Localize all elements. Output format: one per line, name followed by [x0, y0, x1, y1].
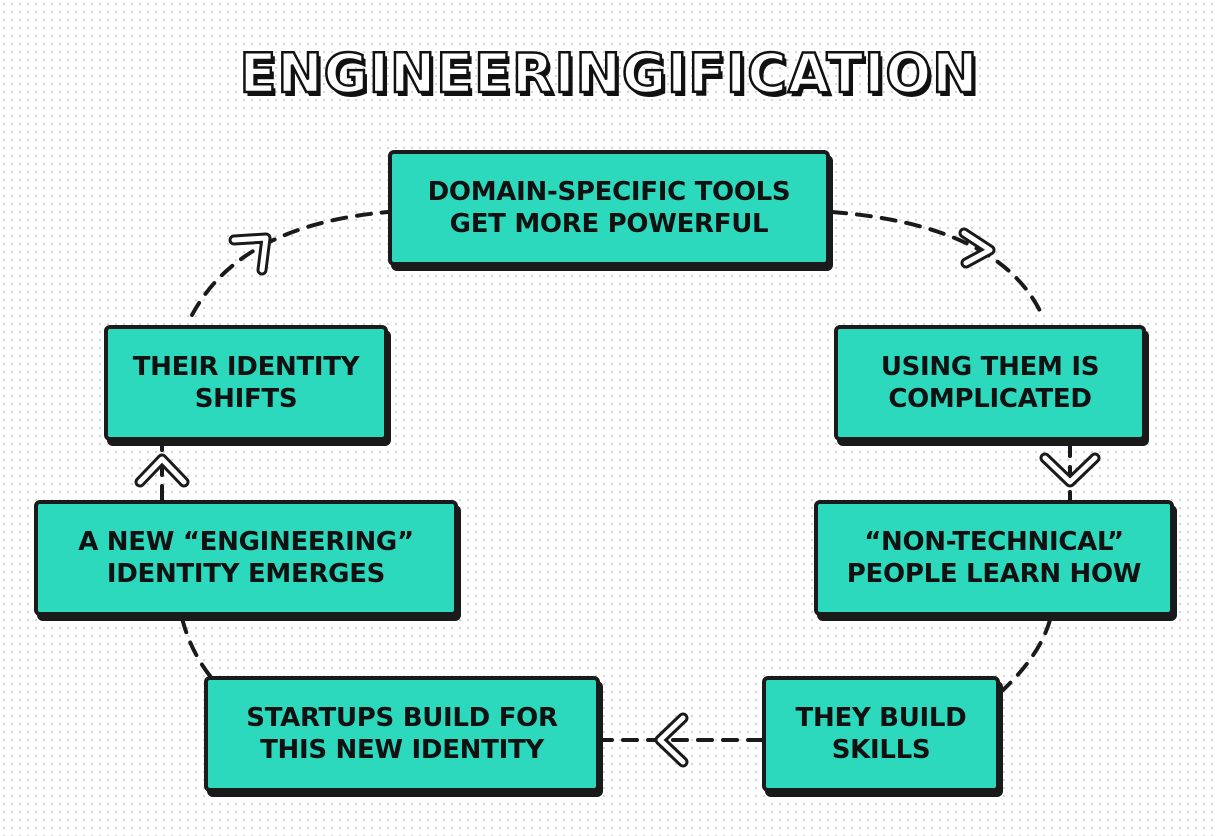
arrowhead-tools-to-complicated-icon	[958, 227, 996, 269]
node-tools-line-1: DOMAIN-SPECIFIC TOOLS	[427, 176, 791, 207]
node-shifts-line-2: SHIFTS	[194, 384, 298, 414]
arrowheads	[134, 227, 1101, 768]
node-complicated-line-1: USING THEM IS	[880, 351, 1100, 382]
arrowhead-skills-to-startups-icon	[654, 712, 689, 768]
node-skills-line-2: SKILLS	[831, 735, 931, 765]
connectors	[160, 210, 1072, 742]
node-shifts-line-1: THEIR IDENTITY	[132, 351, 360, 382]
node-tools: DOMAIN-SPECIFIC TOOLS GET MORE POWERFUL	[388, 150, 830, 266]
node-skills: THEY BUILD SKILLS	[762, 676, 1000, 792]
node-learn: “NON-TECHNICAL” PEOPLE LEARN HOW	[814, 500, 1174, 616]
node-emerges: A NEW “ENGINEERING” IDENTITY EMERGES	[34, 500, 458, 616]
diagram-title: ENGINEERINGIFICATION	[238, 41, 979, 107]
node-emerges-line-1: A NEW “ENGINEERING”	[78, 526, 414, 557]
connector-tools-to-complicated	[830, 210, 1044, 317]
connector-startups-to-emerges	[180, 616, 212, 678]
node-learn-line-1: “NON-TECHNICAL”	[864, 526, 1124, 557]
arrowhead-shifts-to-tools-icon	[228, 232, 272, 276]
connector-learn-to-skills	[1001, 618, 1052, 692]
arrowhead-complicated-to-learn-icon	[1039, 452, 1101, 488]
node-emerges-line-2: IDENTITY EMERGES	[106, 559, 386, 589]
node-learn-line-2: PEOPLE LEARN HOW	[846, 559, 1142, 589]
node-skills-line-1: THEY BUILD	[795, 702, 967, 733]
connector-shifts-to-tools	[190, 210, 390, 317]
node-startups: STARTUPS BUILD FOR THIS NEW IDENTITY	[204, 676, 600, 792]
node-startups-line-1: STARTUPS BUILD FOR	[246, 702, 558, 733]
node-complicated: USING THEM IS COMPLICATED	[834, 325, 1146, 441]
node-tools-line-2: GET MORE POWERFUL	[449, 209, 769, 239]
arrowhead-emerges-to-shifts-icon	[134, 453, 190, 488]
node-complicated-line-2: COMPLICATED	[888, 384, 1092, 414]
node-startups-line-2: THIS NEW IDENTITY	[260, 735, 544, 765]
node-shifts: THEIR IDENTITY SHIFTS	[104, 325, 388, 441]
